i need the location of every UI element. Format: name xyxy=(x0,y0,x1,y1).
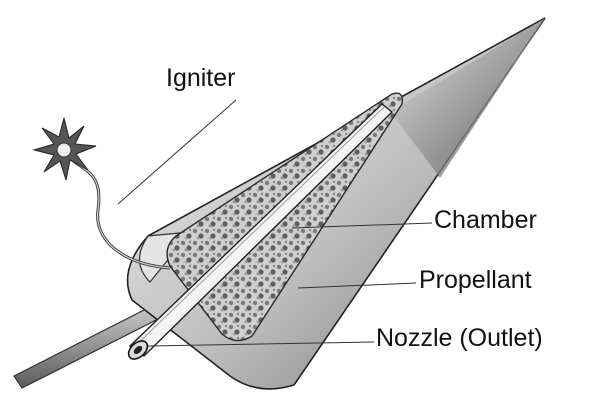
chamber-label: Chamber xyxy=(434,208,537,233)
propellant-label: Propellant xyxy=(419,268,532,293)
igniter-label: Igniter xyxy=(166,66,235,91)
nozzle-label: Nozzle (Outlet) xyxy=(376,326,543,351)
igniter-leader-line xyxy=(118,100,236,204)
